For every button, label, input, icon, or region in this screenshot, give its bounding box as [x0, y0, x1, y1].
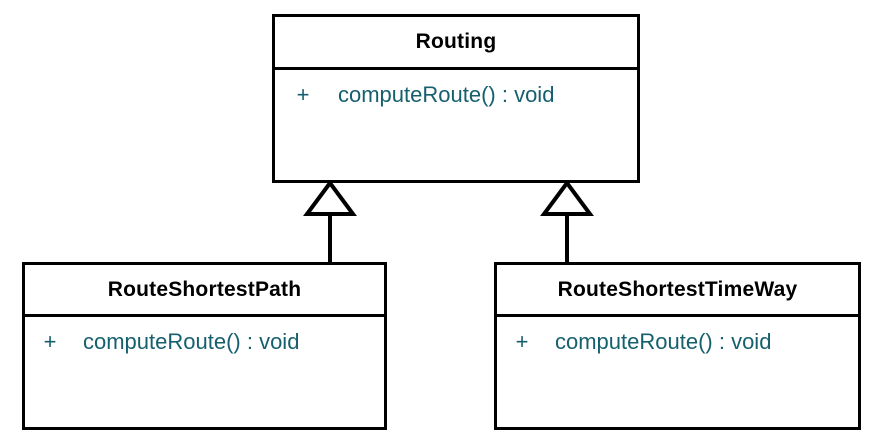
member-visibility: + [43, 329, 57, 354]
class-name-routing: Routing [275, 17, 637, 70]
member-signature: computeRoute() : void [555, 329, 772, 354]
generalization-right [540, 179, 594, 263]
member-visibility: + [296, 82, 310, 107]
class-member-row: + computeRoute() : void [38, 327, 384, 357]
class-members-routing: + computeRoute() : void [275, 70, 637, 180]
class-box-routing[interactable]: Routing + computeRoute() : void [272, 14, 640, 183]
class-box-route-shortest-path[interactable]: RouteShortestPath + computeRoute() : voi… [22, 262, 387, 430]
class-box-route-shortest-time-way[interactable]: RouteShortestTimeWay + computeRoute() : … [494, 262, 861, 430]
class-name-route-shortest-time-way: RouteShortestTimeWay [497, 265, 858, 317]
class-members-route-shortest-path: + computeRoute() : void [25, 317, 384, 427]
class-member-row: + computeRoute() : void [290, 80, 637, 110]
class-member-row: + computeRoute() : void [510, 327, 858, 357]
generalization-right-arrowhead [540, 179, 594, 216]
member-signature: computeRoute() : void [83, 329, 300, 354]
class-members-route-shortest-time-way: + computeRoute() : void [497, 317, 858, 427]
class-name-route-shortest-path: RouteShortestPath [25, 265, 384, 317]
member-visibility: + [515, 329, 529, 354]
member-signature: computeRoute() : void [338, 82, 555, 107]
generalization-left-arrowhead [303, 179, 357, 216]
generalization-left [303, 179, 357, 263]
